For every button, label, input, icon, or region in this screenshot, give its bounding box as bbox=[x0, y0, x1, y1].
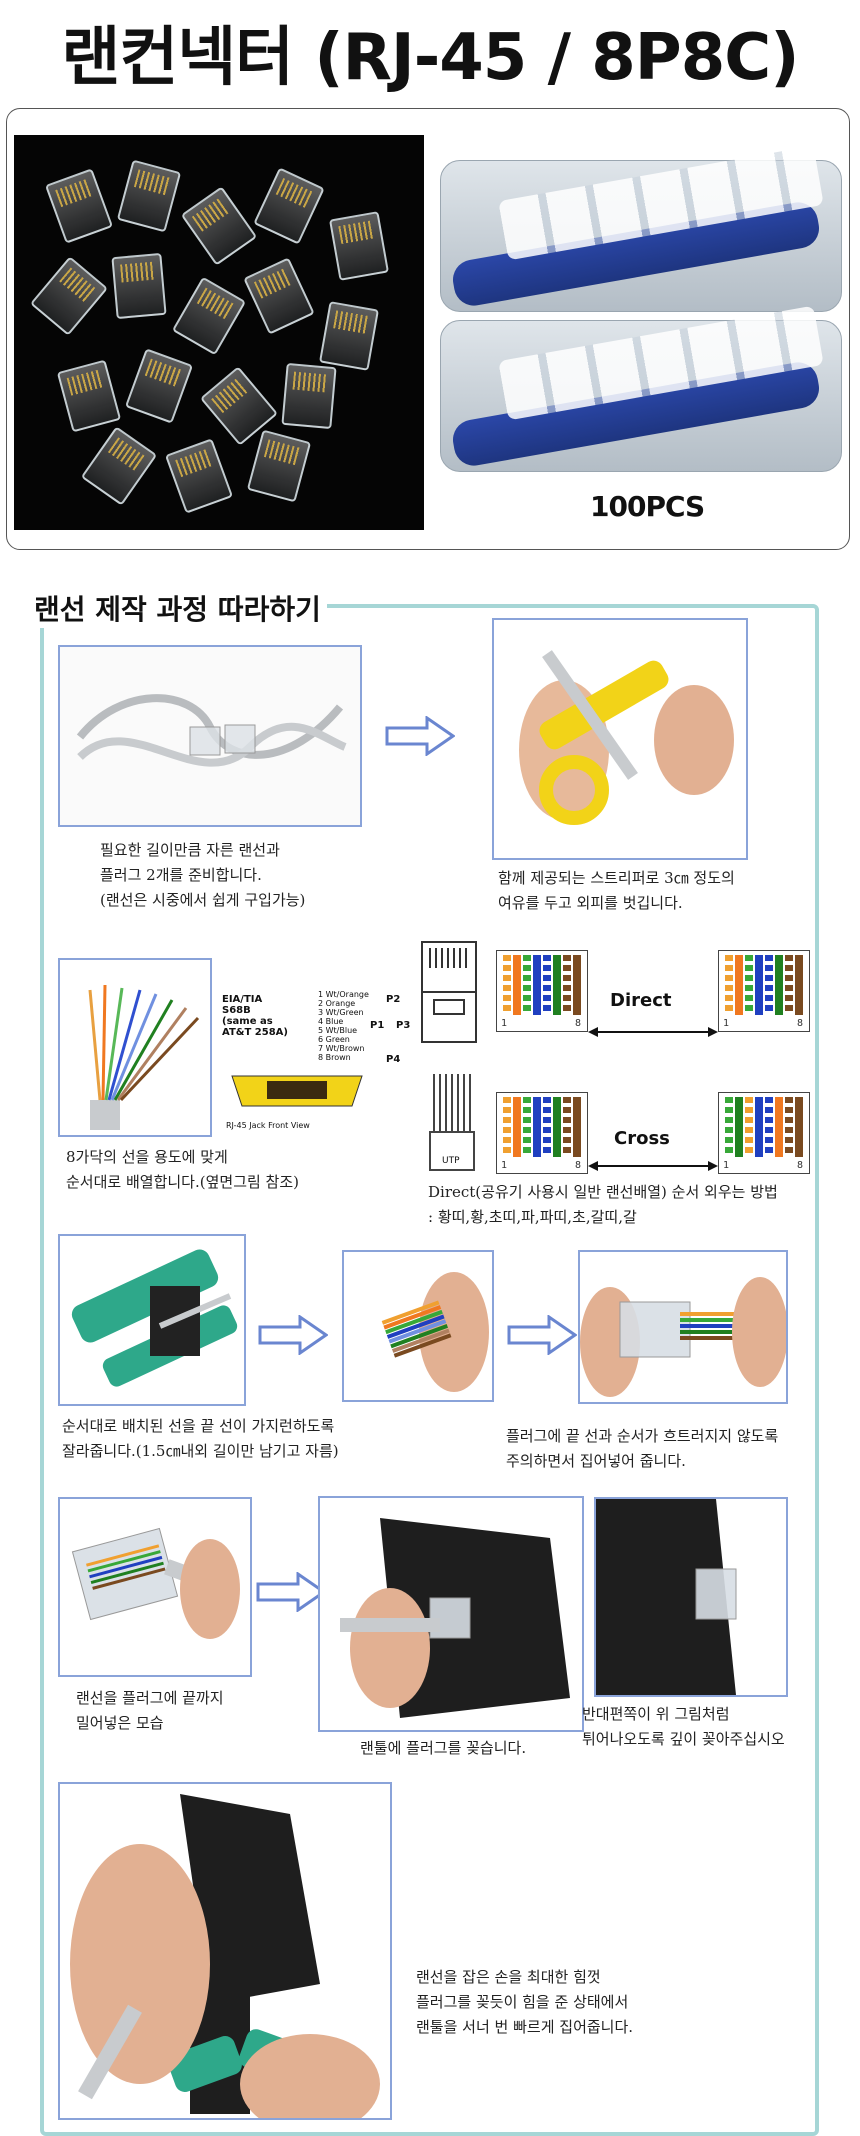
pin-end: 8 bbox=[797, 1018, 804, 1029]
pin-end: 8 bbox=[797, 1160, 804, 1171]
plug-in-crimper-photo bbox=[318, 1496, 584, 1732]
double-arrow-icon bbox=[588, 1161, 718, 1171]
plug-through-crimper-photo bbox=[594, 1497, 788, 1697]
pin-end: 8 bbox=[575, 1018, 582, 1029]
pair-label-p3: P3 bbox=[396, 1020, 411, 1031]
direct-right-connector: 1 8 bbox=[718, 950, 810, 1032]
crimping-photo bbox=[58, 1782, 392, 2120]
direct-left-connector: 1 8 bbox=[496, 950, 588, 1032]
step2-caption: 함께 제공되는 스트리퍼로 3㎝ 정도의 여유를 두고 외피를 벗깁니다. bbox=[498, 869, 735, 912]
arrow-right-icon bbox=[385, 716, 455, 756]
pin-start: 1 bbox=[723, 1160, 730, 1171]
cross-right-connector: 1 8 bbox=[718, 1092, 810, 1174]
connectors-pile-photo bbox=[14, 135, 424, 530]
step7-caption: 랜선을 플러그에 끝까지 밀어넣은 모습 bbox=[76, 1689, 224, 1732]
package-photo bbox=[440, 145, 842, 530]
pin-end: 8 bbox=[575, 1160, 582, 1171]
pin-start: 1 bbox=[501, 1160, 508, 1171]
step8-caption: 랜툴에 플러그를 꽂습니다. bbox=[360, 1739, 527, 1757]
pair-label-p1: P1 bbox=[370, 1020, 385, 1031]
arrow-right-icon bbox=[256, 1572, 326, 1612]
quantity-label: 100PCS bbox=[590, 490, 705, 523]
step10-caption: 랜선을 잡은 손을 최대한 힘껏 플러그를 꽂듯이 힘을 준 상태에서 랜툴을 … bbox=[416, 1968, 634, 2036]
wiring-pin-list: 1 Wt/Orange 2 Orange 3 Wt/Green 4 Blue 5… bbox=[318, 990, 369, 1062]
guide-heading: 랜선 제작 과정 따라하기 bbox=[28, 588, 327, 628]
arrow-right-icon bbox=[258, 1315, 328, 1355]
pair-label-p4: P4 bbox=[386, 1054, 401, 1065]
pin-start: 1 bbox=[723, 1018, 730, 1029]
rj45-jack-diagram: EIA/TIA S68B (same as AT&T 258A) 1 Wt/Or… bbox=[218, 990, 418, 1140]
utp-cable-icon: UTP bbox=[426, 1072, 478, 1172]
wiring-standard-label: EIA/TIA S68B (same as AT&T 258A) bbox=[222, 994, 288, 1038]
arrow-right-icon bbox=[507, 1315, 577, 1355]
double-arrow-icon bbox=[588, 1027, 718, 1037]
cable-in-plug-photo bbox=[58, 1497, 252, 1677]
cross-label: Cross bbox=[614, 1128, 670, 1149]
page-title: 랜컨넥터 (RJ-45 / 8P8C) bbox=[61, 21, 800, 95]
trimmed-wires-photo bbox=[342, 1250, 494, 1402]
sorted-wires-photo bbox=[58, 958, 212, 1137]
pair-label-p2: P2 bbox=[386, 994, 401, 1005]
cutting-wires-photo bbox=[58, 1234, 246, 1406]
step3-caption: 8가닥의 선을 용도에 맞게 순서대로 배열합니다.(옆면그림 참조) bbox=[66, 1148, 300, 1191]
step1-caption: 필요한 길이만큼 자른 랜선과 플러그 2개를 준비합니다. (랜선은 시중에서… bbox=[100, 841, 306, 909]
step5-caption: 순서대로 배치된 선을 끝 선이 가지런하도록 잘라줍니다.(1.5㎝내외 길이… bbox=[62, 1417, 339, 1460]
utp-label: UTP bbox=[442, 1156, 460, 1166]
jack-front-view-label: RJ-45 Jack Front View bbox=[226, 1121, 310, 1130]
pin-start: 1 bbox=[501, 1018, 508, 1029]
stripper-photo bbox=[492, 618, 748, 860]
plug-diagram-icon bbox=[418, 938, 480, 1048]
step9-caption: 반대편쪽이 위 그림처럼 튀어나오도록 깊이 꽂아주십시오 bbox=[582, 1705, 785, 1748]
cable-and-plugs-photo bbox=[58, 645, 362, 827]
cross-left-connector: 1 8 bbox=[496, 1092, 588, 1174]
step4-caption: Direct(공유기 사용시 일반 랜선배열) 순서 외우는 방법 : 황띠,황… bbox=[428, 1183, 778, 1226]
step6-caption: 플러그에 끝 선과 순서가 흐트러지지 않도록 주의하면서 집어넣어 줍니다. bbox=[506, 1427, 779, 1470]
insert-into-plug-photo bbox=[578, 1250, 788, 1404]
direct-label: Direct bbox=[610, 990, 672, 1011]
